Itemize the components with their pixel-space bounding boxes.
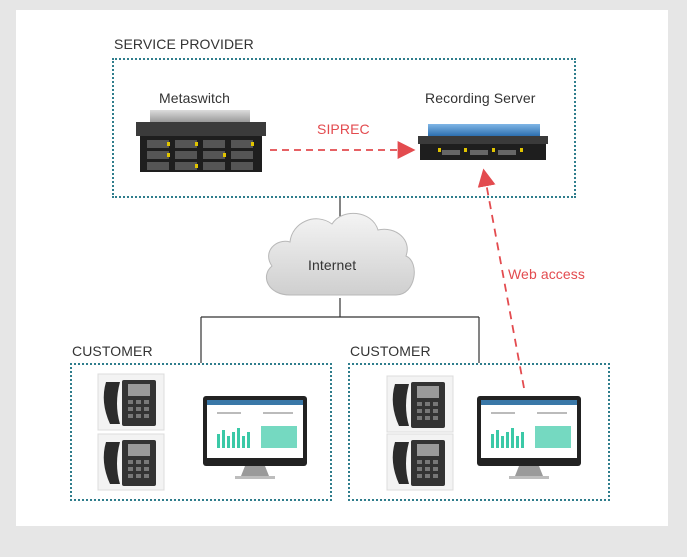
web-access-arrow bbox=[477, 168, 525, 389]
customer-left-box bbox=[70, 363, 332, 501]
service-provider-box bbox=[112, 58, 576, 198]
customer-left-label: CUSTOMER bbox=[72, 343, 153, 359]
internet-label-overlay: Internet bbox=[308, 257, 357, 273]
customer-right-label: CUSTOMER bbox=[350, 343, 431, 359]
internet-cloud-icon bbox=[266, 212, 415, 296]
web-access-label: Web access bbox=[508, 266, 585, 282]
monitor-icon bbox=[203, 396, 307, 479]
network-lines bbox=[200, 198, 480, 363]
desk-phone-icon bbox=[386, 433, 454, 491]
metaswitch-label: Metaswitch bbox=[159, 90, 231, 106]
desk-phone-icon bbox=[97, 373, 165, 431]
metaswitch-server-icon bbox=[136, 110, 266, 172]
monitor-icon bbox=[477, 396, 581, 479]
siprec-label: SIPREC bbox=[317, 121, 370, 137]
service-provider-title: SERVICE PROVIDER bbox=[114, 36, 254, 52]
desk-phone-icon bbox=[386, 375, 454, 433]
recording-server-icon bbox=[418, 124, 548, 160]
desk-phone-icon bbox=[97, 433, 165, 491]
recording-server-label: Recording Server bbox=[425, 90, 536, 106]
customer-right-box bbox=[348, 363, 610, 501]
